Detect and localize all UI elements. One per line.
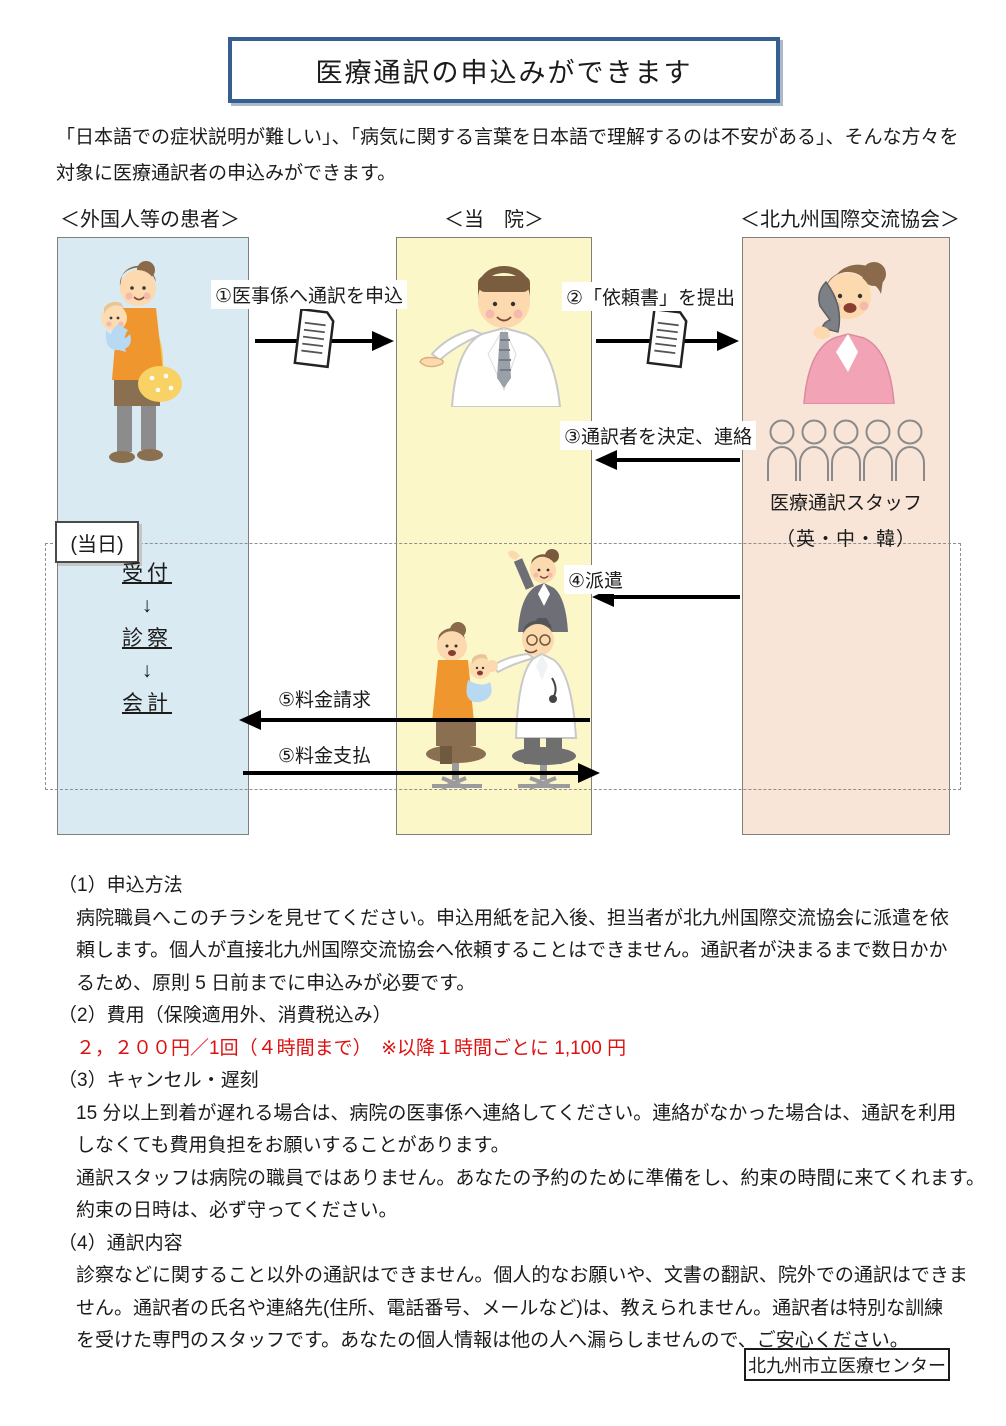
section-1-line: るため、原則 5 日前までに申込みが必要です。 [76, 972, 476, 994]
section-1-heading: （1）申込方法 [58, 875, 183, 896]
intro-paragraph: 「日本語での症状説明が難しい」、「病気に関する言葉を日本語で理解するのは不安があ… [56, 120, 976, 192]
section-2-heading: （2）費用（保険適用外、消費税込み） [58, 1005, 392, 1026]
same-day-zone [45, 543, 961, 790]
person-outline-icon [831, 419, 861, 481]
arrow-label-5-request: ⑤料金請求 [274, 684, 376, 713]
section-1-line: 頼します。個人が直接北九州国際交流協会へ依頼することはできません。通訳者が決まる… [76, 940, 948, 961]
document-icon [293, 307, 335, 369]
association-receptionist-illustration [803, 262, 895, 404]
section-4-line: 診察などに関すること以外の通訳はできません。個人的なお願いや、文書の翻訳、院外で… [76, 1265, 968, 1286]
arrow-fee-payment [243, 763, 600, 783]
column-header-association: ＜北九州国際交流協会＞ [740, 209, 960, 231]
section-4-heading: （4）通訳内容 [58, 1232, 183, 1254]
arrow-decide-contact [595, 450, 740, 470]
person-outline-icon [863, 419, 893, 481]
arrow-label-5-pay: ⑤料金支払 [274, 740, 376, 769]
flow-step-examination: 診察 [122, 627, 172, 650]
section-3-line: 通訳スタッフは病院の職員ではありません。あなたの予約のために準備をし、約束の時間… [76, 1167, 985, 1189]
column-header-hospital: ＜当 院＞ [444, 209, 544, 231]
section-3-heading: （3）キャンセル・遅刻 [58, 1070, 259, 1091]
arrow-label-4: ④派遣 [564, 565, 628, 594]
arrow-fee-billing [239, 710, 590, 730]
page-title: 医療通訳の申込みができます [315, 57, 693, 88]
document-icon [646, 307, 688, 369]
staff-languages: （英・中・韓） [775, 529, 916, 550]
mother-with-baby-illustration [101, 261, 182, 463]
down-arrow-icon: ↓ [141, 594, 153, 617]
interpreter-staff-block: 医療通訳スタッフ （英・中・韓） [742, 418, 950, 551]
interpreter-illustration [508, 549, 568, 632]
section-4-line: を受けた専門のスタッフです。あなたの個人情報は他の人へ漏らしませんので、ご安心く… [76, 1330, 909, 1351]
same-day-label-box: (当日) [55, 521, 139, 563]
flow-step-payment: 会計 [122, 692, 172, 715]
arrow-dispatch [592, 587, 740, 607]
arrow-label-1: ①医事係へ通訳を申込 [211, 280, 408, 309]
section-2-fee-line: ２，２００円／1回（４時間まで） ※以降１時間ごとに 1,100 円 [76, 1037, 627, 1059]
person-outline-icon [767, 419, 797, 481]
staff-icons-row [742, 418, 950, 482]
same-day-flow: 受付 ↓ 診察 ↓ 会計 [92, 556, 202, 721]
page-title-box: 医療通訳の申込みができます [228, 37, 780, 103]
issuer-box: 北九州市立医療センター [744, 1348, 950, 1381]
intro-line-1: 「日本語での症状説明が難しい」、「病気に関する言葉を日本語で理解するのは不安があ… [56, 127, 959, 148]
section-4-line: せん。通訳者の氏名や連絡先(住所、電話番号、メールなど)は、教えられません。通訳… [76, 1297, 944, 1319]
arrow-label-3: ③通訳者を決定、連絡 [560, 421, 757, 450]
down-arrow-icon: ↓ [141, 659, 153, 682]
section-3-line: 約束の日時は、必ず守ってください。 [76, 1200, 398, 1221]
intro-line-2: 対象に医療通訳者の申込みができます。 [56, 163, 397, 184]
arrow-label-2: ②「依頼書」を提出 [562, 282, 740, 311]
person-outline-icon [895, 419, 925, 481]
column-header-patient: ＜外国人等の患者＞ [60, 209, 240, 231]
consultation-scene-illustration [426, 618, 578, 790]
section-3-line: 15 分以上到着が遅れる場合は、病院の医事係へ連絡してください。連絡がなかった場… [76, 1102, 957, 1124]
info-sections: （1）申込方法 病院職員へこのチラシを見せてください。申込用紙を記入後、担当者が… [0, 870, 1006, 1358]
flow-step-reception: 受付 [122, 562, 172, 585]
same-day-label: (当日) [70, 533, 124, 556]
issuer-name: 北九州市立医療センター [748, 1355, 946, 1376]
section-1-line: 病院職員へこのチラシを見せてください。申込用紙を記入後、担当者が北九州国際交流協… [76, 907, 950, 929]
section-3-line: しなくても費用負担をお願いすることがあります。 [76, 1135, 510, 1156]
staff-label: 医療通訳スタッフ [769, 493, 922, 514]
hospital-doctor-illustration [419, 266, 562, 407]
person-outline-icon [799, 419, 829, 481]
